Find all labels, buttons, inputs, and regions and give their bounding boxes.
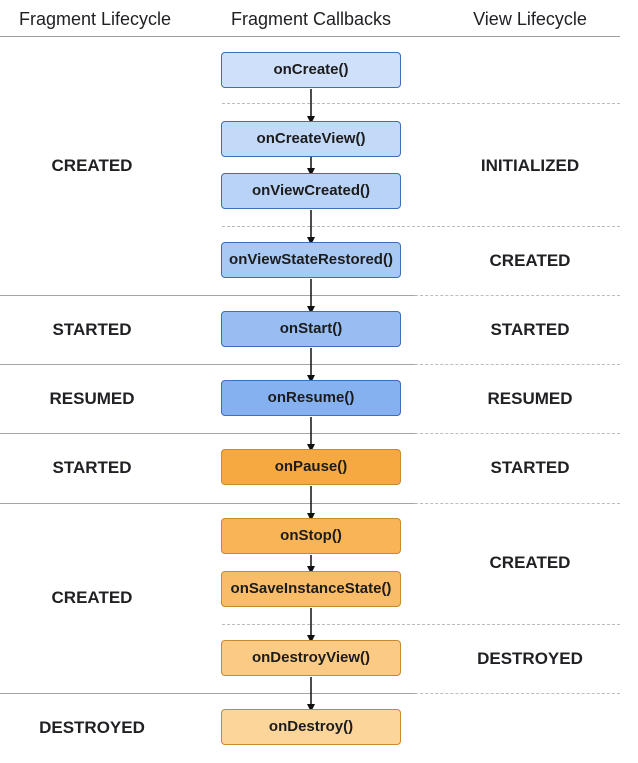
fragment-state-resumed: RESUMED bbox=[49, 389, 135, 408]
fragment-state-divider bbox=[0, 503, 415, 504]
fragment-state-divider bbox=[0, 433, 415, 434]
header-view-lifecycle: View Lifecycle bbox=[473, 9, 587, 29]
view-state-initialized: INITIALIZED bbox=[480, 156, 580, 175]
fragment-state-started: STARTED bbox=[52, 320, 132, 339]
view-state-divider bbox=[222, 226, 620, 227]
callback-onviewcreated: onViewCreated() bbox=[221, 173, 401, 209]
fragment-state-created: CREATED bbox=[51, 156, 133, 175]
view-state-divider bbox=[415, 433, 620, 434]
callback-onsaveinstancestate: onSaveInstanceState() bbox=[221, 571, 401, 607]
callback-onstop: onStop() bbox=[221, 518, 401, 554]
fragment-state-divider bbox=[0, 364, 415, 365]
callback-oncreate: onCreate() bbox=[221, 52, 401, 88]
view-state-created: CREATED bbox=[489, 251, 571, 270]
callback-onpause: onPause() bbox=[221, 449, 401, 485]
view-state-divider bbox=[415, 503, 620, 504]
view-state-destroyed: DESTROYED bbox=[477, 649, 583, 668]
header-fragment-callbacks: Fragment Callbacks bbox=[230, 9, 392, 29]
callback-onresume: onResume() bbox=[221, 380, 401, 416]
header-fragment-lifecycle: Fragment Lifecycle bbox=[18, 9, 172, 29]
view-state-started: STARTED bbox=[490, 458, 570, 477]
callback-oncreateview: onCreateView() bbox=[221, 121, 401, 157]
view-state-divider bbox=[222, 624, 620, 625]
fragment-state-created: CREATED bbox=[51, 588, 133, 607]
header-divider bbox=[0, 36, 620, 37]
view-state-divider bbox=[415, 693, 620, 694]
callback-onviewstaterestored: onViewStateRestored() bbox=[221, 242, 401, 278]
fragment-state-started: STARTED bbox=[52, 458, 132, 477]
callback-ondestroyview: onDestroyView() bbox=[221, 640, 401, 676]
fragment-state-divider bbox=[0, 295, 415, 296]
view-state-divider bbox=[415, 364, 620, 365]
view-state-created: CREATED bbox=[489, 553, 571, 572]
fragment-state-divider bbox=[0, 693, 415, 694]
view-state-divider bbox=[222, 103, 620, 104]
view-state-divider bbox=[415, 295, 620, 296]
callback-onstart: onStart() bbox=[221, 311, 401, 347]
view-state-resumed: RESUMED bbox=[487, 389, 573, 408]
fragment-state-destroyed: DESTROYED bbox=[39, 718, 145, 737]
view-state-started: STARTED bbox=[490, 320, 570, 339]
callback-ondestroy: onDestroy() bbox=[221, 709, 401, 745]
